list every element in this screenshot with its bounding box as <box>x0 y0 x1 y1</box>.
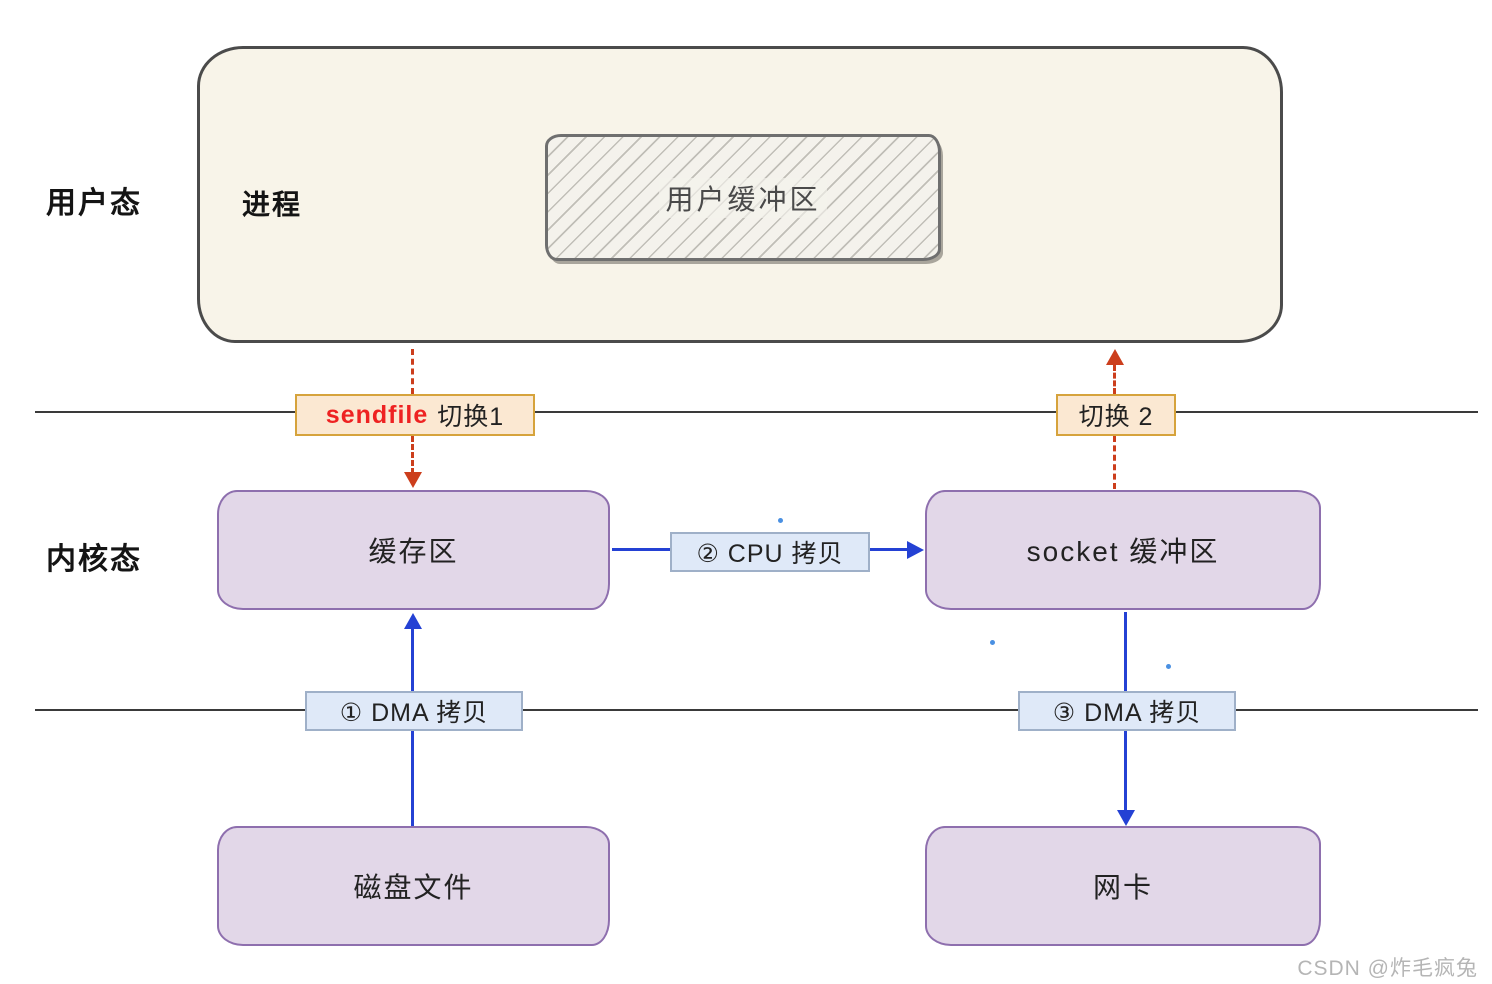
dma-copy-1-label: ① DMA 拷贝 <box>305 691 523 731</box>
process-label: 进程 <box>242 189 303 220</box>
kernel-page-cache-box: 缓存区 <box>217 490 610 610</box>
switch-2-text: 切换 2 <box>1078 403 1154 431</box>
switch-1-label: 切换1 <box>437 403 505 431</box>
socket-buffer-box: socket 缓冲区 <box>925 490 1321 610</box>
disk-file-label: 磁盘文件 <box>353 872 474 903</box>
kernel-page-cache-label: 缓存区 <box>368 536 459 567</box>
sendfile-call-label: sendfile <box>325 400 429 429</box>
switch-2-arrow-lower-segment <box>1113 436 1116 489</box>
cpu-copy-label: ② CPU 拷贝 <box>670 532 870 572</box>
dma-copy-3-label: ③ DMA 拷贝 <box>1018 691 1236 731</box>
nic-box: 网卡 <box>925 826 1321 946</box>
disk-file-box: 磁盘文件 <box>217 826 610 946</box>
cpu-copy-text: ② CPU 拷贝 <box>696 540 844 568</box>
kernel-hardware-divider-line <box>35 709 1478 711</box>
user-mode-lane-label: 用户态 <box>46 187 142 220</box>
blue-speck-3 <box>1166 664 1171 669</box>
sendfile-switch-arrow-lower-segment <box>411 436 414 474</box>
process-box: 进程 用户缓冲区 <box>197 46 1283 343</box>
dma-copy-1-text: ① DMA 拷贝 <box>339 699 489 727</box>
blue-speck-2 <box>990 640 995 645</box>
socket-buffer-label: socket 缓冲区 <box>1026 536 1220 567</box>
blue-speck-1 <box>778 518 783 523</box>
sendfile-switch-arrowhead-down-icon <box>403 472 422 488</box>
kernel-mode-lane-label: 内核态 <box>46 543 142 576</box>
sendfile-switch-1-label: sendfile 切换1 <box>295 394 535 436</box>
dma-copy-1-arrowhead-up-icon <box>403 613 422 629</box>
cpu-copy-arrowhead-right-icon <box>907 540 924 559</box>
user-kernel-divider-line <box>35 411 1478 413</box>
switch-2-arrowhead-up-icon <box>1105 349 1124 365</box>
sendfile-switch-arrow-upper-segment <box>411 349 414 394</box>
nic-label: 网卡 <box>1092 872 1153 903</box>
dma-copy-3-arrowhead-down-icon <box>1116 810 1135 826</box>
watermark: CSDN @炸毛疯兔 <box>1297 957 1478 980</box>
switch-2-label: 切换 2 <box>1056 394 1176 436</box>
dma-copy-3-text: ③ DMA 拷贝 <box>1052 699 1202 727</box>
user-buffer-label: 用户缓冲区 <box>659 177 827 218</box>
user-buffer-box: 用户缓冲区 <box>545 134 941 261</box>
switch-2-arrow-upper-segment <box>1113 365 1116 394</box>
